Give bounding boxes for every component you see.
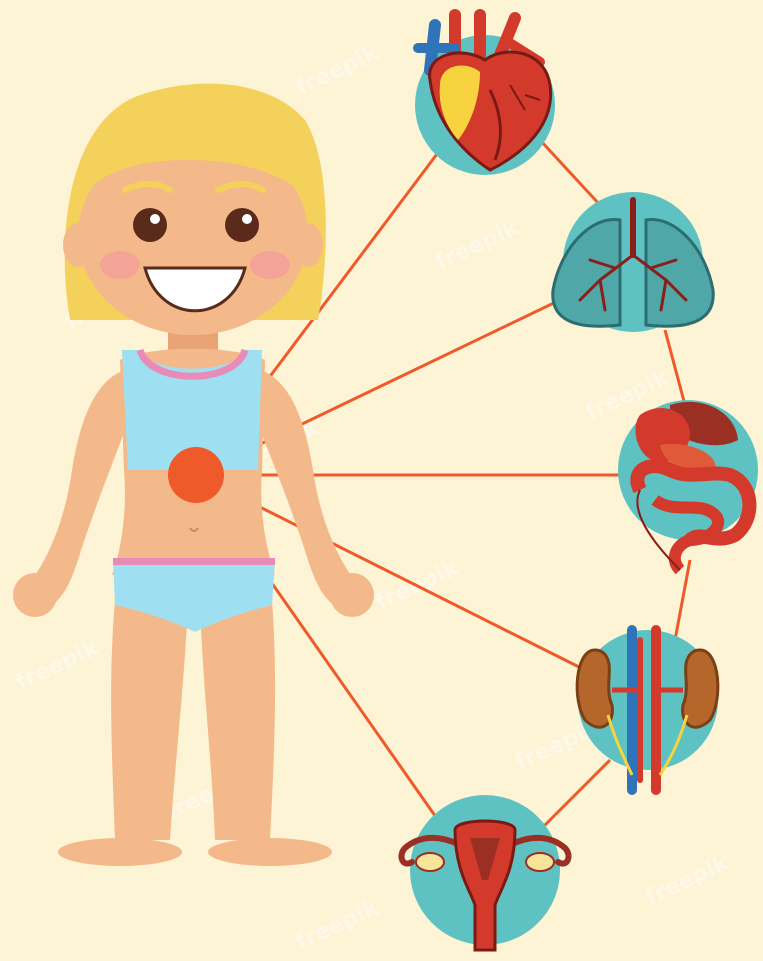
kidneys-icon bbox=[577, 630, 718, 790]
heart-icon bbox=[415, 15, 555, 175]
center-node bbox=[168, 447, 224, 503]
left-eye bbox=[133, 208, 167, 242]
lungs-icon bbox=[553, 192, 713, 332]
watermark: freepik bbox=[642, 850, 734, 911]
uterus-icon bbox=[401, 795, 568, 950]
right-eye bbox=[225, 208, 259, 242]
watermark: freepik bbox=[292, 40, 384, 101]
watermark: freepik bbox=[292, 895, 384, 956]
watermark: freepik bbox=[432, 215, 524, 276]
watermark: freepik bbox=[12, 635, 104, 696]
digestive-system-icon bbox=[618, 400, 758, 570]
